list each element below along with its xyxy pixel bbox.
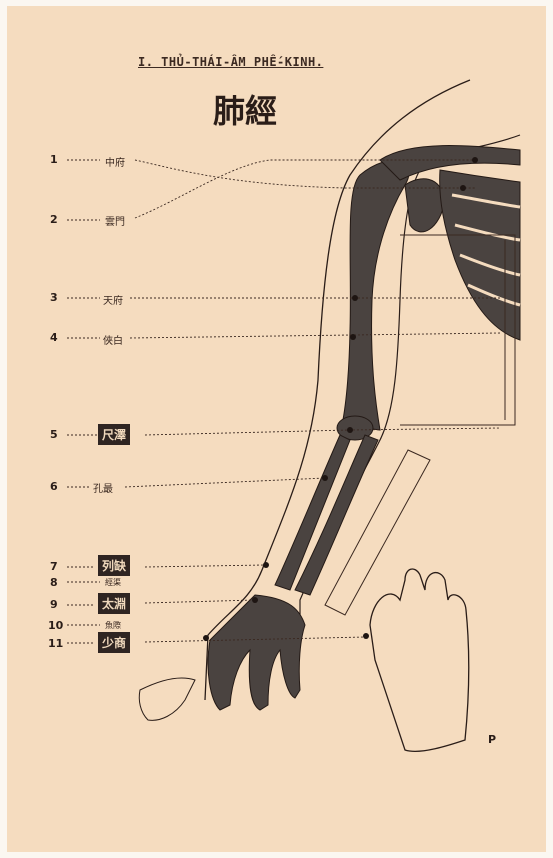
point-number: 8 — [50, 576, 70, 589]
hand-outline — [370, 569, 469, 751]
point-label-boxed: 尺澤 — [98, 424, 130, 445]
corner-mark: P — [488, 733, 496, 746]
point-number: 6 — [50, 480, 70, 493]
point-number: 1 — [50, 153, 70, 166]
point-number: 3 — [50, 291, 70, 304]
point-label: 雲門 — [105, 213, 125, 228]
point-label-boxed: 太淵 — [98, 593, 130, 614]
point-number: 2 — [50, 213, 70, 226]
point-label: 中府 — [105, 154, 125, 169]
point-number: 9 — [50, 598, 70, 611]
scapula — [405, 179, 445, 232]
point-number: 11 — [48, 637, 68, 650]
rib-cage — [440, 170, 520, 340]
point-label-boxed: 列缺 — [98, 555, 130, 576]
point-number: 4 — [50, 331, 70, 344]
humerus — [342, 161, 409, 430]
point-number: 7 — [50, 560, 70, 573]
point-label: 魚際 — [105, 620, 121, 631]
chapter-title: I. THỦ-THÁI-ÂM PHẾ-KINH. — [138, 55, 428, 69]
hand-bones — [208, 595, 305, 710]
point-label: 天府 — [103, 292, 123, 307]
point-label: 孔最 — [93, 480, 113, 495]
chapter-title-text: I. THỦ-THÁI-ÂM PHẾ-KINH. — [138, 55, 323, 69]
chinese-title: 肺經 — [213, 86, 277, 132]
point-label: 俠白 — [103, 332, 123, 347]
small-hand-sketch — [139, 678, 195, 720]
point-number: 10 — [48, 619, 68, 632]
point-number: 5 — [50, 428, 70, 441]
point-label-boxed: 少商 — [98, 632, 130, 653]
point-label: 經渠 — [105, 577, 121, 588]
